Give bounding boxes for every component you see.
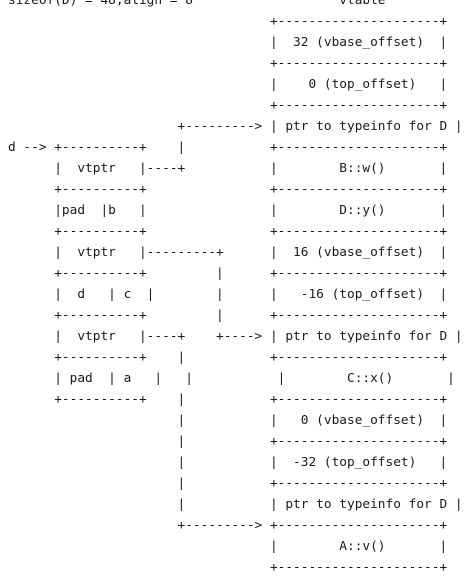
diagram-line: | | -32 (top_offset) | bbox=[8, 455, 448, 470]
diagram-line: +---------> | ptr to typeinfo for D | bbox=[8, 119, 463, 134]
diagram-line: | A::v() | bbox=[8, 539, 448, 554]
diagram-line: | pad | a | | | C::x() | bbox=[8, 371, 455, 386]
diagram-header-line: sizeof(D) = 48,align = 8 vtable bbox=[8, 0, 386, 8]
diagram-line: | +---------------------+ bbox=[8, 476, 448, 491]
diagram-line: | vtptr |----+ | B::w() | bbox=[8, 161, 448, 176]
diagram-line: | vtptr |----+ +----> | ptr to typeinfo … bbox=[8, 329, 463, 344]
diagram-line: +----------+ | +---------------------+ bbox=[8, 392, 448, 407]
diagram-line: | | 0 (vbase_offset) | bbox=[8, 413, 448, 428]
diagram-line: +---------------------+ bbox=[8, 14, 448, 29]
diagram-line: +----------+ | +---------------------+ bbox=[8, 266, 448, 281]
diagram-line: | +---------------------+ bbox=[8, 434, 448, 449]
diagram-line: +---------> +---------------------+ bbox=[8, 518, 448, 533]
diagram-line: +----------+ +---------------------+ bbox=[8, 224, 448, 239]
diagram-line: | | ptr to typeinfo for D | bbox=[8, 497, 463, 512]
diagram-line: +---------------------+ bbox=[8, 98, 448, 113]
diagram-line: +----------+ +---------------------+ bbox=[8, 182, 448, 197]
diagram-line: | 32 (vbase_offset) | bbox=[8, 35, 448, 50]
diagram-line: |pad |b | | D::y() | bbox=[8, 203, 448, 218]
diagram-line: +---------------------+ bbox=[8, 56, 448, 71]
diagram-line: +---------------------+ bbox=[8, 560, 448, 575]
diagram-line: +----------+ | +---------------------+ bbox=[8, 350, 448, 365]
diagram-line: +----------+ | +---------------------+ bbox=[8, 308, 448, 323]
diagram-line: d --> +----------+ | +------------------… bbox=[8, 140, 448, 155]
diagram-line: | vtptr |---------+ | 16 (vbase_offset) … bbox=[8, 245, 448, 260]
diagram-line: | d | c | | | -16 (top_offset) | bbox=[8, 287, 448, 302]
memory-layout-diagram: sizeof(D) = 48,align = 8 vtable +-------… bbox=[8, 0, 463, 578]
diagram-line: | 0 (top_offset) | bbox=[8, 77, 448, 92]
